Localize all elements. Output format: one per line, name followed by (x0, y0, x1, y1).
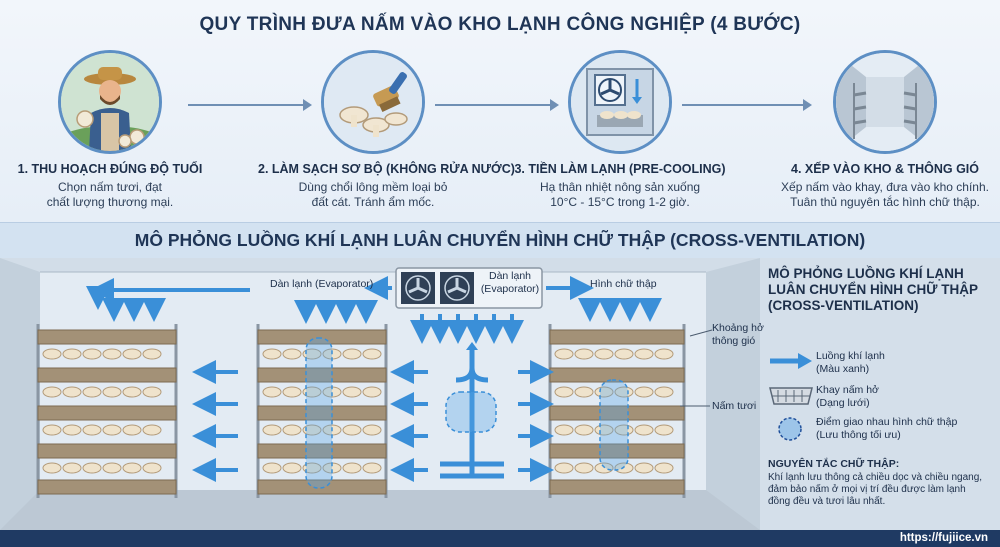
evaporator-label-center: Dàn lạnh (Evaporator) (479, 270, 541, 296)
legend-panel: MÔ PHỎNG LUỒNG KHÍ LẠNH LUÂN CHUYỂN HÌNH… (768, 266, 992, 528)
legend-tray-line2: (Dạng lưới) (816, 397, 870, 409)
footer-bar: https://fujiice.vn (0, 530, 1000, 547)
cross-point-icon (778, 417, 802, 441)
step-title: 2. LÀM SẠCH SƠ BỘ (KHÔNG RỬA NƯỚC) (258, 162, 515, 176)
legend-airflow-text: Luồng khí lạnh (Màu xanh) (816, 350, 885, 376)
legend-cross-line2: (Lưu thông tối ưu) (816, 429, 901, 441)
shelf-rack-left (36, 324, 178, 498)
horizontal-airflow-arrows (192, 360, 554, 482)
airflow-arrow-icon (770, 353, 812, 369)
mesh-tray-icon (769, 387, 813, 405)
evaporator-label-left: Dàn lạnh (Evaporator) (270, 278, 374, 290)
step-desc-line1: Dùng chổi lông mềm loại bỏ (298, 180, 448, 194)
floor (0, 490, 760, 530)
principle-title: NGUYÊN TẮC CHỮ THẬP: (768, 458, 900, 470)
principle-text: Khí lạnh lưu thông cả chiều dọc và chiều… (768, 472, 990, 508)
vertical-airflow-zone (305, 337, 333, 489)
step-4: 4. XẾP VÀO KHO & THÔNG GIÓ Xếp nấm vào k… (770, 50, 1000, 210)
shelf-rack-middle (256, 324, 388, 498)
section-bar (0, 222, 1000, 258)
legend-title-line2: LUÂN CHUYỂN HÌNH CHỮ THẬP (768, 282, 978, 297)
step-desc-line1: Chọn nấm tươi, đạt (58, 180, 162, 194)
step-arrow-1 (188, 99, 312, 111)
left-wall (0, 258, 40, 530)
step-title: 1. THU HOẠCH ĐÚNG ĐỘ TUỔI (17, 162, 203, 176)
section-title: MÔ PHỎNG LUỒNG KHÍ LẠNH LUÂN CHUYỂN HÌNH… (134, 230, 866, 250)
step-desc-line1: Xếp nấm vào khay, đưa vào kho chính. (781, 180, 989, 194)
step-title: 3. TIỀN LÀM LẠNH (PRE-COOLING) (514, 162, 726, 176)
legend-airflow: Luồng khí lạnh (Màu xanh) (768, 350, 992, 380)
step-desc-line1: Hạ thân nhiệt nông sản xuống (539, 180, 701, 194)
principle-line3: đồng đều và tươi lâu nhất. (768, 496, 886, 507)
step-desc-line2: Tuân thủ nguyên tắc hình chữ thập. (790, 195, 980, 209)
legend-title-line1: MÔ PHỎNG LUỒNG KHÍ LẠNH (768, 266, 964, 281)
vertical-airflow-zone (599, 379, 629, 471)
ventilation-gap-label: Khoảng hở thông gió (712, 322, 764, 348)
step-arrow-2 (435, 99, 559, 111)
legend-cross-point: Điểm giao nhau hình chữ thập (Lưu thông … (768, 416, 992, 446)
legend-airflow-line2: (Màu xanh) (816, 363, 870, 375)
top-airflow-arrows (86, 276, 662, 344)
farmer-harvest-icon (58, 50, 162, 154)
step-desc-line2: chất lượng thương mại. (46, 195, 174, 209)
principle-line2: đảm bảo nấm ở mọi vị trí đều được làm lạ… (768, 484, 966, 495)
pre-cooling-fan-icon (568, 50, 672, 154)
legend-tray-text: Khay nấm hở (Dạng lưới) (816, 384, 879, 410)
legend-cross-text: Điểm giao nhau hình chữ thập (Lưu thông … (816, 416, 957, 442)
central-cross-flow (440, 350, 504, 479)
evaporator-label-line1: Dàn lạnh (488, 270, 532, 282)
principle-line1: Khí lạnh lưu thông cả chiều dọc và chiều… (768, 472, 983, 483)
mushroom-label: Nấm tươi (712, 400, 757, 412)
cold-storage-room-icon (833, 50, 937, 154)
website-link[interactable]: https://fujiice.vn (899, 532, 988, 544)
gap-label-line2: thông gió (712, 335, 756, 347)
evaporator-label-line2: (Evaporator) (480, 283, 540, 295)
legend-tray-line1: Khay nấm hở (816, 384, 879, 396)
step-arrow-3 (682, 99, 812, 111)
brush-cleaning-icon (321, 50, 425, 154)
legend-airflow-line1: Luồng khí lạnh (816, 350, 885, 362)
airflow-diagram (0, 258, 760, 530)
right-wall (706, 258, 760, 530)
step-desc-line2: đất cát. Tránh ẩm mốc. (311, 195, 435, 209)
main-title: QUY TRÌNH ĐƯA NẤM VÀO KHO LẠNH CÔNG NGHI… (199, 14, 801, 35)
gap-label-line1: Khoảng hở (712, 322, 764, 334)
step-2: 2. LÀM SẠCH SƠ BỘ (KHÔNG RỬA NƯỚC) Dùng … (258, 50, 515, 210)
cold-room-diagram: Dàn lạnh (Evaporator) Dàn lạnh (Evaporat… (0, 258, 1000, 530)
step-1: 1. THU HOẠCH ĐÚNG ĐỘ TUỔI Chọn nấm tươi,… (0, 50, 225, 210)
step-3: 3. TIỀN LÀM LẠNH (PRE-COOLING) Hạ thân n… (505, 50, 735, 210)
legend-title-line3: (CROSS-VENTILATION) (768, 298, 919, 313)
cross-shape-label: Hình chữ thập (590, 278, 657, 290)
cross-intersection-zone (445, 391, 497, 433)
legend-tray: Khay nấm hở (Dạng lưới) (768, 384, 992, 414)
legend-cross-line1: Điểm giao nhau hình chữ thập (816, 416, 958, 428)
step-desc-line2: 10°C - 15°C trong 1-2 giờ. (550, 195, 690, 209)
step-title: 4. XẾP VÀO KHO & THÔNG GIÓ (791, 162, 979, 176)
